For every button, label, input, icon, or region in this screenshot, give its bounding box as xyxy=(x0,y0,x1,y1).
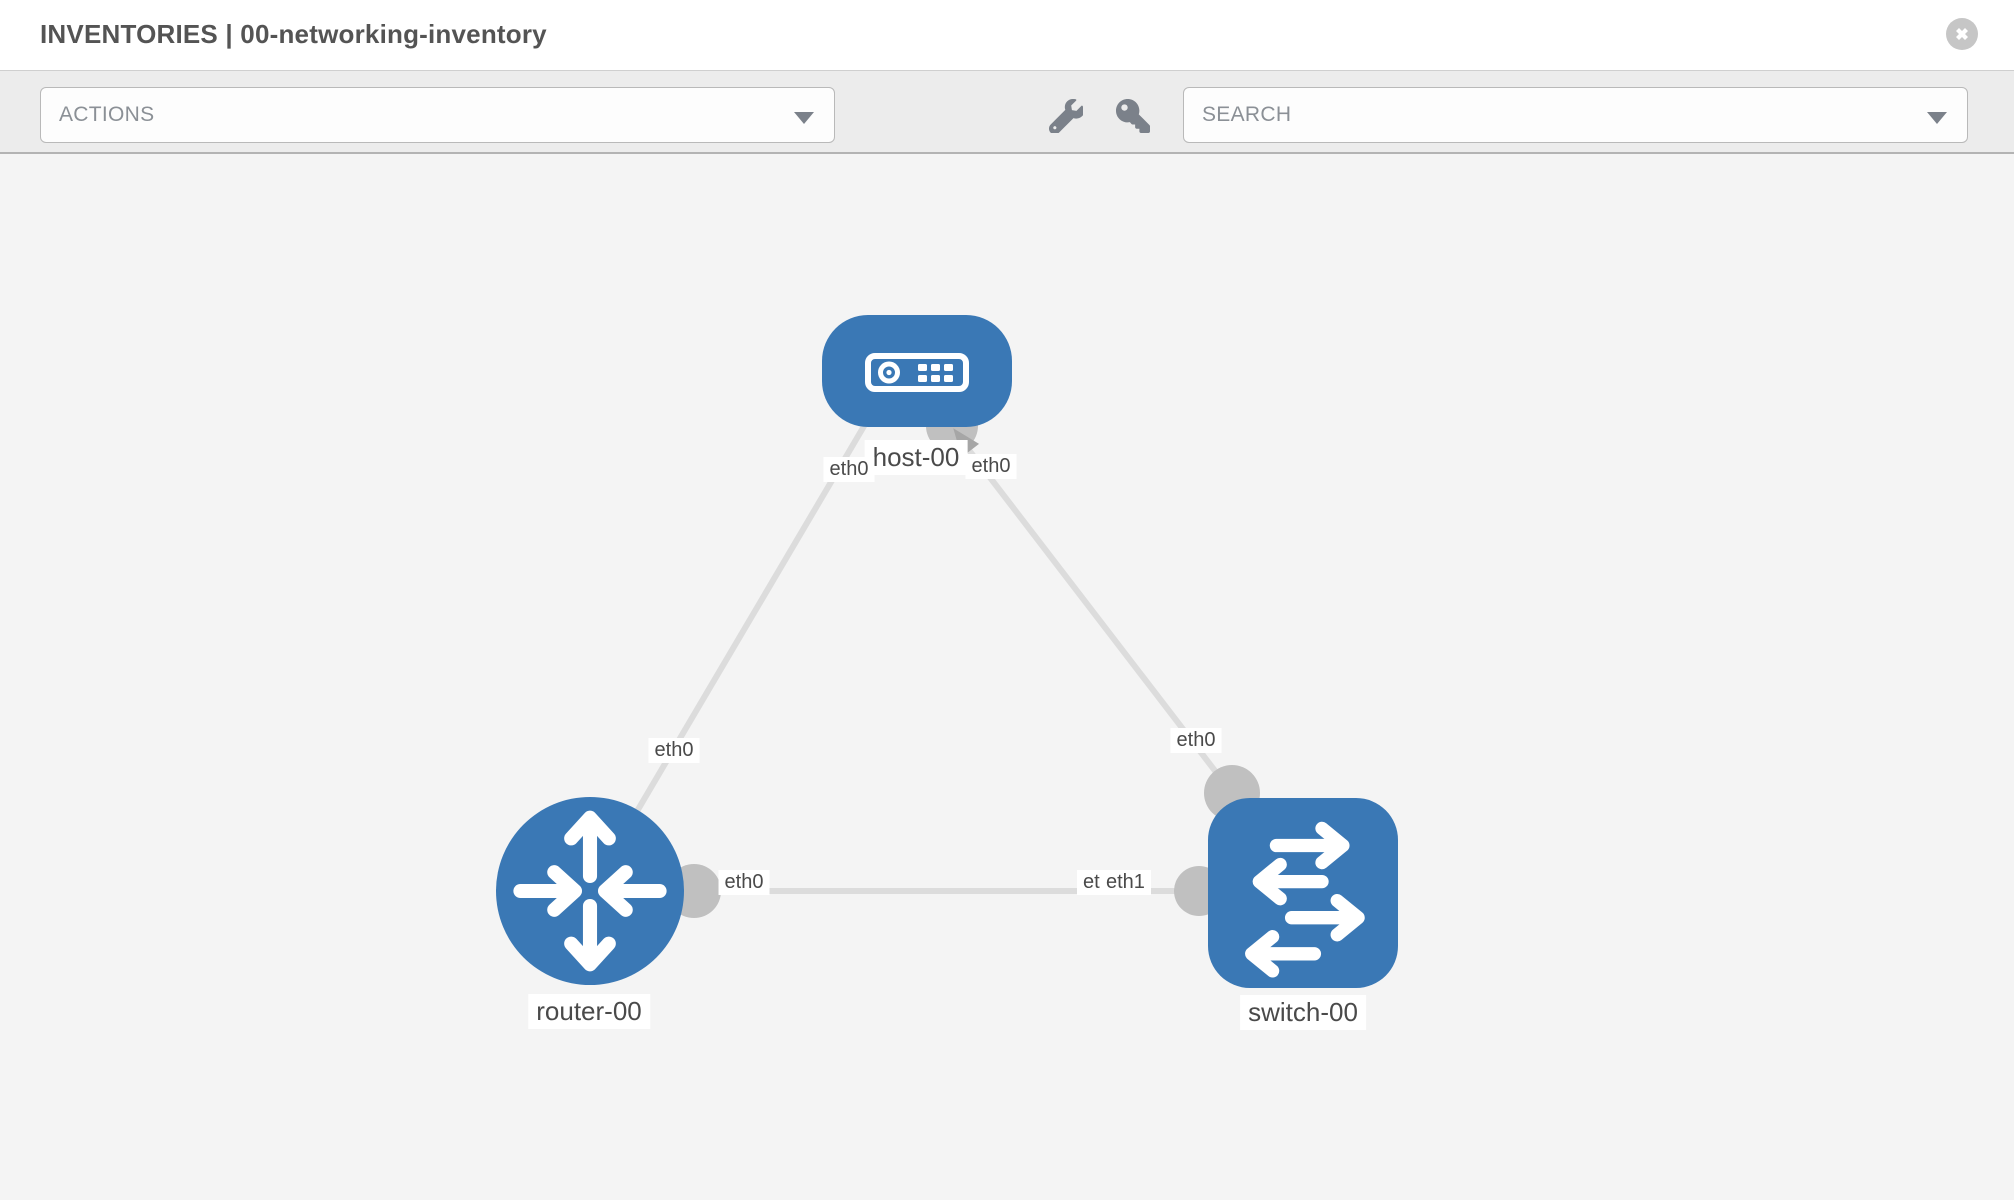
node-label-switch: switch-00 xyxy=(1240,995,1366,1030)
node-host-00[interactable] xyxy=(822,315,1012,427)
actions-dropdown-label: ACTIONS xyxy=(59,103,155,126)
close-icon xyxy=(1953,25,1971,43)
actions-dropdown[interactable]: ACTIONS xyxy=(40,87,835,143)
topology-canvas[interactable]: host-00 router-00 switch-00 eth0 eth0 et… xyxy=(0,154,2014,1200)
search-dropdown-label: SEARCH xyxy=(1202,103,1292,126)
wrench-icon xyxy=(1048,98,1085,137)
chevron-down-icon xyxy=(1927,112,1947,124)
interface-label-host-left: eth0 xyxy=(823,457,875,482)
node-switch-00[interactable] xyxy=(1208,798,1398,988)
search-dropdown[interactable]: SEARCH xyxy=(1183,87,1968,143)
interface-label-switch-host-link: eth0 xyxy=(1170,728,1222,753)
configure-button[interactable] xyxy=(1048,98,1085,135)
links-layer xyxy=(587,397,1260,918)
node-router-00[interactable] xyxy=(496,797,684,985)
interface-label-host-right: eth0 xyxy=(965,454,1017,479)
page-title: INVENTORIES | 00-networking-inventory xyxy=(40,19,547,49)
node-label-router: router-00 xyxy=(528,994,650,1029)
interface-label-router-switch-link-router-end: eth0 xyxy=(718,870,770,895)
node-label-host: host-00 xyxy=(864,440,968,475)
interface-label-router-host-link: eth0 xyxy=(648,738,700,763)
header: INVENTORIES | 00-networking-inventory xyxy=(0,0,2014,70)
close-button[interactable] xyxy=(1946,18,1978,50)
credentials-button[interactable] xyxy=(1116,99,1150,133)
toolbar: ACTIONS SEARCH xyxy=(0,70,2014,154)
interface-label-router-switch-link-switch-end: eth1 xyxy=(1100,870,1151,895)
key-icon xyxy=(1116,99,1150,137)
chevron-down-icon xyxy=(794,112,814,124)
